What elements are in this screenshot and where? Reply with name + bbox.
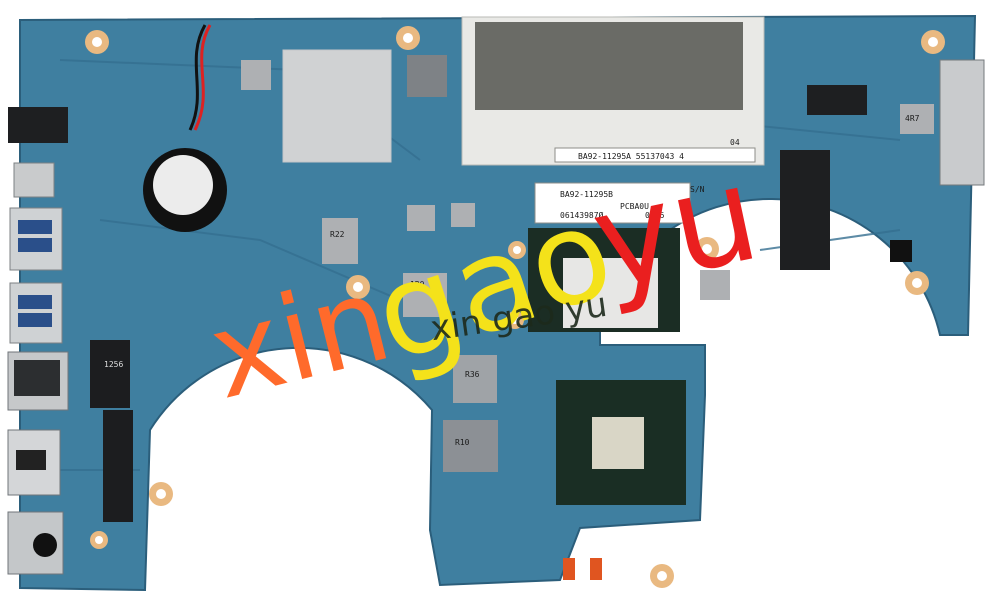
inductor1-text: R22 bbox=[330, 230, 345, 239]
mounting-holes bbox=[85, 26, 945, 588]
inductor5-text: R10 bbox=[455, 438, 470, 447]
sn-text: S/N bbox=[690, 185, 705, 194]
inductor6-text: 4R7 bbox=[905, 114, 920, 123]
inductor4-text: R36 bbox=[465, 370, 480, 379]
ram-sticker-text: BA92-11295A 55137043 4 bbox=[578, 152, 684, 161]
connector-text: 1256 bbox=[104, 360, 124, 369]
board-code-text: BA92-11295B bbox=[560, 190, 613, 199]
components bbox=[90, 49, 985, 522]
ram-rev-text: 04 bbox=[730, 138, 740, 147]
cmos-battery bbox=[143, 24, 227, 232]
inductor2-text: 1R0 bbox=[410, 280, 425, 289]
lot-code-text: PCBA0U bbox=[620, 202, 649, 211]
left-ports bbox=[7, 107, 69, 575]
serial-text: 06143987Ø bbox=[560, 211, 604, 220]
board-sticker bbox=[534, 182, 691, 224]
serial2-text: 0076 bbox=[645, 211, 665, 220]
gpu bbox=[556, 380, 686, 505]
cpu bbox=[528, 228, 680, 332]
ram-slot bbox=[461, 16, 765, 166]
